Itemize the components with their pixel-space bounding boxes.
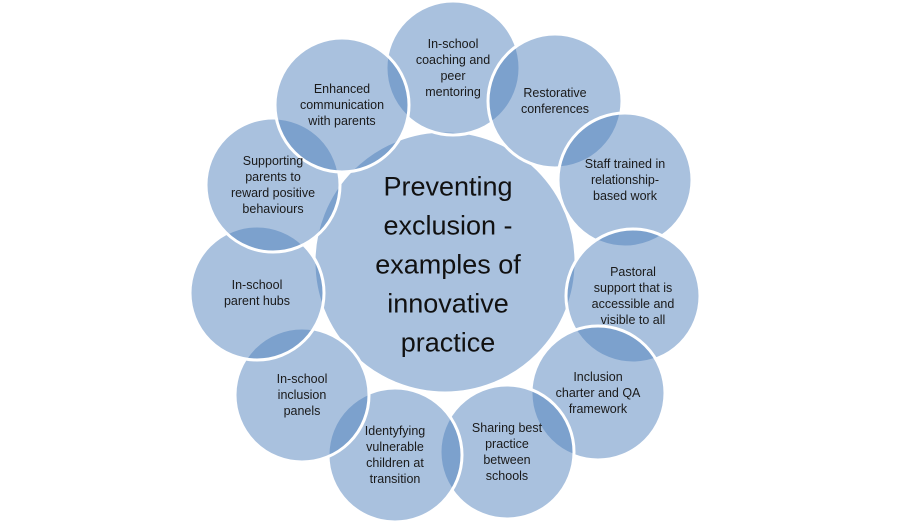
node-circle [529, 324, 667, 462]
node-circle [188, 224, 326, 362]
node-label: In-school coaching and peer mentoring [415, 37, 491, 99]
node-circle [438, 383, 576, 521]
node-label: Sharing best practice between schools [471, 421, 543, 483]
node-label: In-school inclusion panels [276, 372, 328, 418]
node-circle [486, 32, 624, 170]
node-circle [273, 36, 411, 174]
node-label: Identyfying vulnerable children at trans… [364, 424, 426, 486]
center-title: Preventing exclusion - examples of innov… [375, 171, 521, 358]
node-circle [564, 227, 702, 365]
node-circle [233, 326, 371, 464]
node-label: In-school parent hubs [223, 278, 291, 308]
node-label: Inclusion charter and QA framework [555, 370, 641, 416]
node-circle [556, 111, 694, 249]
node-label: Supporting parents to reward positive be… [230, 154, 316, 216]
node-label: Pastoral support that is accessible and … [591, 265, 675, 327]
node-circle [326, 386, 464, 524]
node-circle [384, 0, 522, 137]
node-circle [204, 116, 342, 254]
node-label: Enhanced communication with parents [299, 82, 385, 128]
node-label: Staff trained in relationship- based wor… [584, 157, 666, 203]
node-label: Restorative conferences [520, 86, 590, 116]
